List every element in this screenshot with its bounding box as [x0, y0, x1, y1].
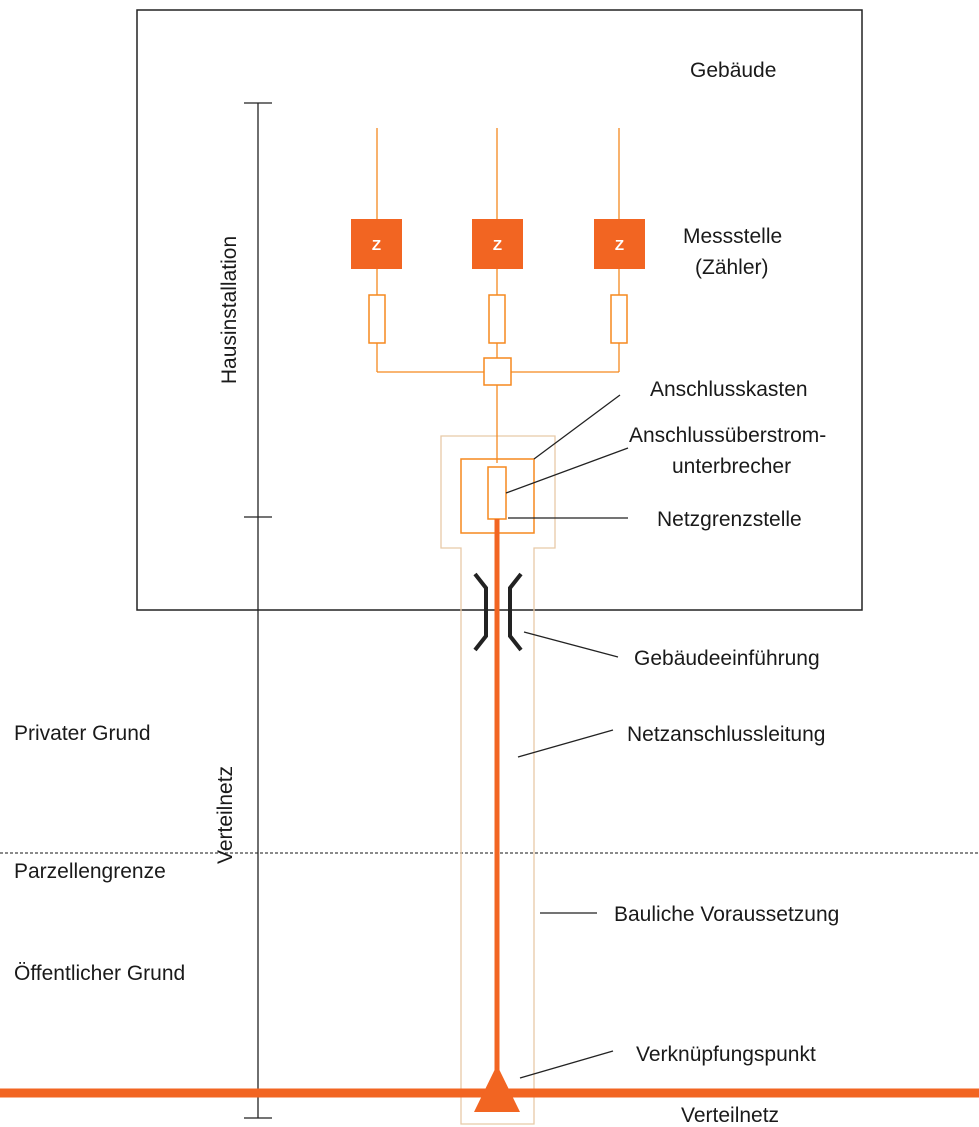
label-netzanschlussleitung: Netzanschlussleitung [627, 723, 825, 746]
fuse-left [368, 294, 386, 344]
building-entry-right-bracket [508, 572, 523, 652]
leader-gebaeudeeinfuehrung [523, 631, 619, 658]
building-label: Gebäude [690, 59, 776, 82]
zone-parzellengrenze: Parzellengrenze [14, 860, 166, 883]
label-verknuepfungspunkt: Verknüpfungspunkt [636, 1043, 816, 1066]
label-zaehler: (Zähler) [695, 256, 769, 279]
label-netzgrenzstelle: Netzgrenzstelle [657, 508, 802, 531]
svg-text:Z: Z [615, 237, 624, 254]
junction-box [483, 357, 512, 386]
hausinstallation-vertical-label: Hausinstallation [218, 236, 241, 384]
label-anschlussueberstrom-line2: unterbrecher [672, 455, 791, 478]
svg-text:Z: Z [372, 237, 381, 254]
fuse-center [488, 294, 506, 344]
svg-text:Z: Z [493, 237, 502, 254]
meter-left: Z [351, 219, 402, 269]
building-entry-left-bracket [473, 572, 488, 652]
structural-requirement-outline [440, 435, 556, 1125]
zone-oeffentlicher-grund: Öffentlicher Grund [14, 962, 185, 985]
label-anschlussueberstrom-line1: Anschlussüberstrom- [629, 424, 826, 447]
fuse-right [610, 294, 628, 344]
leader-verknuepfungspunkt [519, 1050, 614, 1079]
label-gebaeudeeinfuehrung: Gebäudeeinführung [634, 647, 820, 670]
zone-privater-grund: Privater Grund [14, 722, 151, 745]
overcurrent-breaker [487, 466, 507, 520]
connection-point-triangle [474, 1065, 520, 1112]
meter-center: Z [472, 219, 523, 269]
leader-netzanschlussleitung [517, 729, 614, 758]
meter-right: Z [594, 219, 645, 269]
label-anschlusskasten: Anschlusskasten [650, 378, 808, 401]
label-bauliche-voraussetzung: Bauliche Voraussetzung [614, 903, 839, 926]
label-verteilnetz: Verteilnetz [681, 1104, 779, 1127]
leader-anschlussueberstrom [505, 447, 629, 494]
label-messstelle: Messstelle [683, 225, 782, 248]
leader-anschlusskasten [533, 394, 621, 460]
verteilnetz-vertical-label: Verteilnetz [214, 766, 237, 864]
